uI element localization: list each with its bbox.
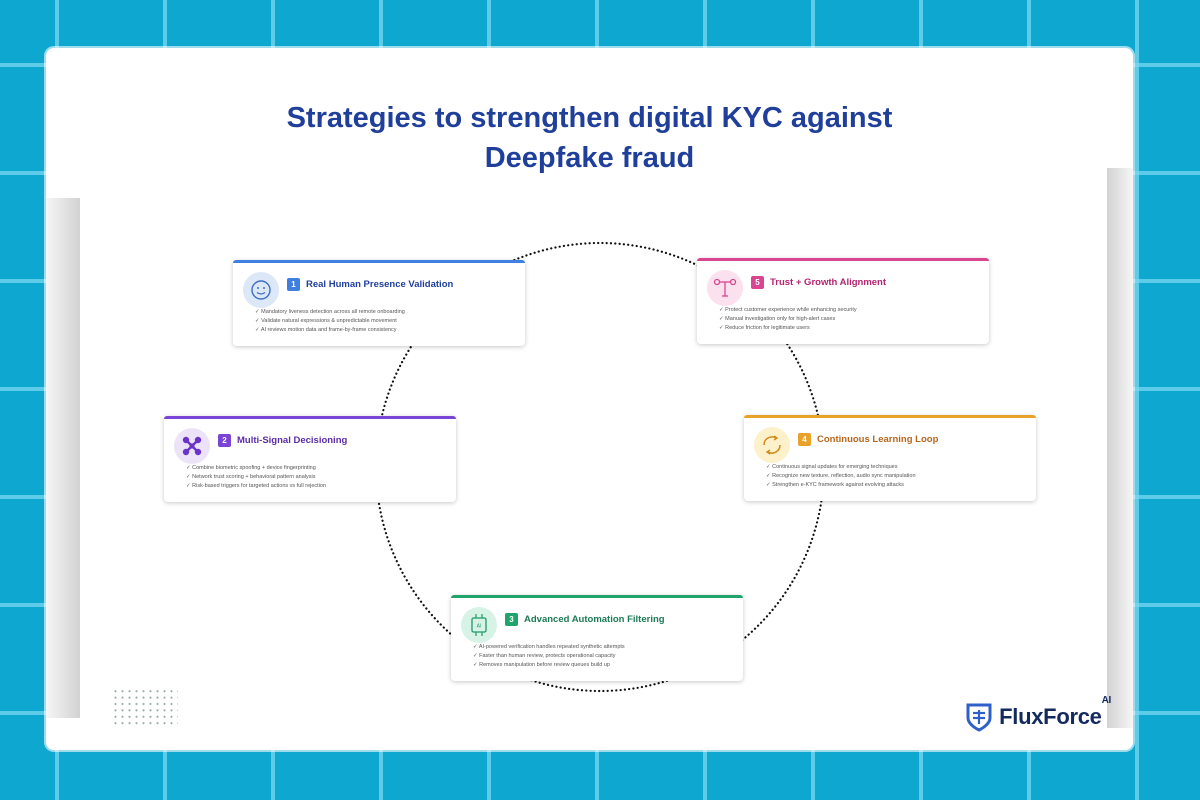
list-item: ✓ Manual investigation only for high-ale… <box>719 316 836 322</box>
list-item: ✓ Combine biometric spoofing + device fi… <box>186 465 316 471</box>
card-list: ✓ Combine biometric spoofing + device fi… <box>186 464 326 491</box>
strategy-card-3: AI 3 Advanced Automation Filtering ✓ AI-… <box>451 595 743 681</box>
card-title: Advanced Automation Filtering <box>524 614 665 625</box>
list-item: ✓ Mandatory liveness detection across al… <box>255 309 405 315</box>
strategy-card-1: 1 Real Human Presence Validation ✓ Manda… <box>233 260 525 346</box>
card-accent-bar <box>744 415 1036 418</box>
card-title: Continuous Learning Loop <box>817 434 939 445</box>
card-number: 4 <box>798 433 811 446</box>
card-title: Multi-Signal Decisioning <box>237 435 348 446</box>
card-list: ✓ Protect customer experience while enha… <box>719 306 857 333</box>
card-accent-bar <box>233 260 525 263</box>
card-number: 3 <box>505 613 518 626</box>
list-item: ✓ AI reviews motion data and frame-by-fr… <box>255 327 397 333</box>
list-item: ✓ Removes manipulation before review que… <box>473 662 610 668</box>
page-title: Strategies to strengthen digital KYC aga… <box>46 98 1133 178</box>
card-accent-bar <box>451 595 743 598</box>
card-number: 5 <box>751 276 764 289</box>
card-list: ✓ AI-powered verification handles repeat… <box>473 643 625 670</box>
list-item: ✓ Strengthen e-KYC framework against evo… <box>766 482 904 488</box>
card-title: Trust + Growth Alignment <box>770 277 887 288</box>
shield-icon <box>966 703 992 732</box>
card-number: 2 <box>218 434 231 447</box>
left-shade <box>46 198 80 718</box>
dot-grid-decoration <box>112 688 178 726</box>
strategy-card-2: 2 Multi-Signal Decisioning ✓ Combine bio… <box>164 416 456 502</box>
brand-logo: FluxForceAI <box>965 695 1111 732</box>
card-accent-bar <box>164 416 456 419</box>
list-item: ✓ AI-powered verification handles repeat… <box>473 644 625 650</box>
infographic-panel: Strategies to strengthen digital KYC aga… <box>46 48 1133 750</box>
card-accent-bar <box>697 258 989 261</box>
list-item: ✓ Recognize new texture, reflection, aud… <box>766 473 916 479</box>
cycle-arrows-icon <box>754 427 790 463</box>
card-title: Real Human Presence Validation <box>306 279 454 290</box>
list-item: ✓ Protect customer experience while enha… <box>719 307 857 313</box>
list-item: ✓ Continuous signal updates for emerging… <box>766 464 898 470</box>
balance-alignment-icon <box>707 270 743 306</box>
logo-wordmark: FluxForceAI <box>999 695 1111 730</box>
smiley-face-icon <box>243 272 279 308</box>
list-item: ✓ Validate natural expressions & unpredi… <box>255 318 397 324</box>
network-nodes-icon <box>174 428 210 464</box>
strategy-card-5: 5 Trust + Growth Alignment ✓ Protect cus… <box>697 258 989 344</box>
right-shade <box>1107 168 1133 728</box>
list-item: ✓ Network trust scoring + behavioral pat… <box>186 474 316 480</box>
strategy-card-4: 4 Continuous Learning Loop ✓ Continuous … <box>744 415 1036 501</box>
logo-superscript: AI <box>1101 695 1112 706</box>
title-line-2: Deepfake fraud <box>484 142 695 174</box>
card-list: ✓ Continuous signal updates for emerging… <box>766 463 916 490</box>
card-list: ✓ Mandatory liveness detection across al… <box>255 308 405 335</box>
card-number: 1 <box>287 278 300 291</box>
ai-chip-icon: AI <box>461 607 497 643</box>
list-item: ✓ Risk-based triggers for targeted actio… <box>186 483 327 489</box>
list-item: ✓ Faster than human review, protects ope… <box>473 653 616 659</box>
list-item: ✓ Reduce friction for legitimate users <box>719 325 810 331</box>
svg-text:AI: AI <box>477 624 482 630</box>
logo-name: FluxForce <box>999 704 1102 729</box>
title-line-1: Strategies to strengthen digital KYC aga… <box>286 102 893 134</box>
